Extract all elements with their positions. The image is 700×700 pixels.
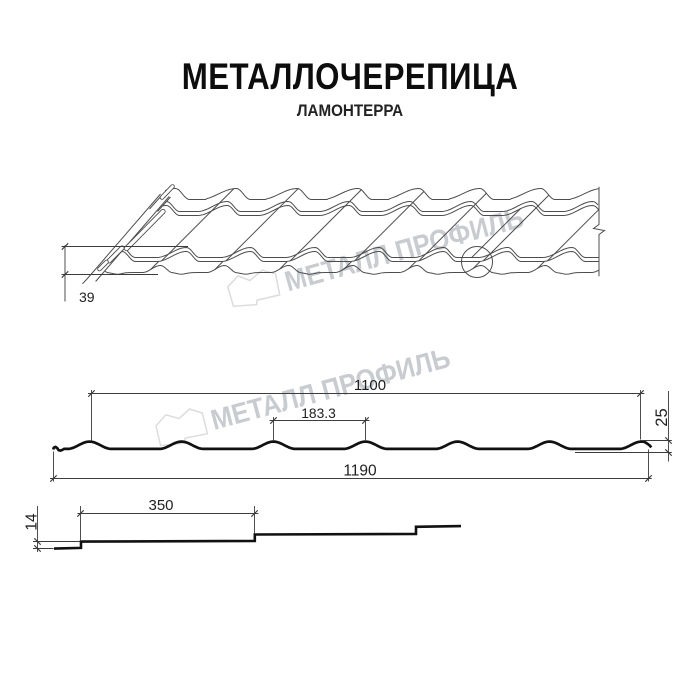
svg-text:25: 25 bbox=[653, 408, 671, 426]
svg-text:14: 14 bbox=[24, 513, 41, 531]
svg-text:1190: 1190 bbox=[343, 463, 377, 480]
svg-text:39: 39 bbox=[79, 289, 95, 305]
svg-text:350: 350 bbox=[148, 497, 173, 514]
svg-text:1100: 1100 bbox=[354, 377, 386, 394]
svg-text:183.3: 183.3 bbox=[301, 406, 336, 421]
svg-text:МЕТАЛЛ ПРОФИЛЬ: МЕТАЛЛ ПРОФИЛЬ bbox=[207, 341, 453, 436]
